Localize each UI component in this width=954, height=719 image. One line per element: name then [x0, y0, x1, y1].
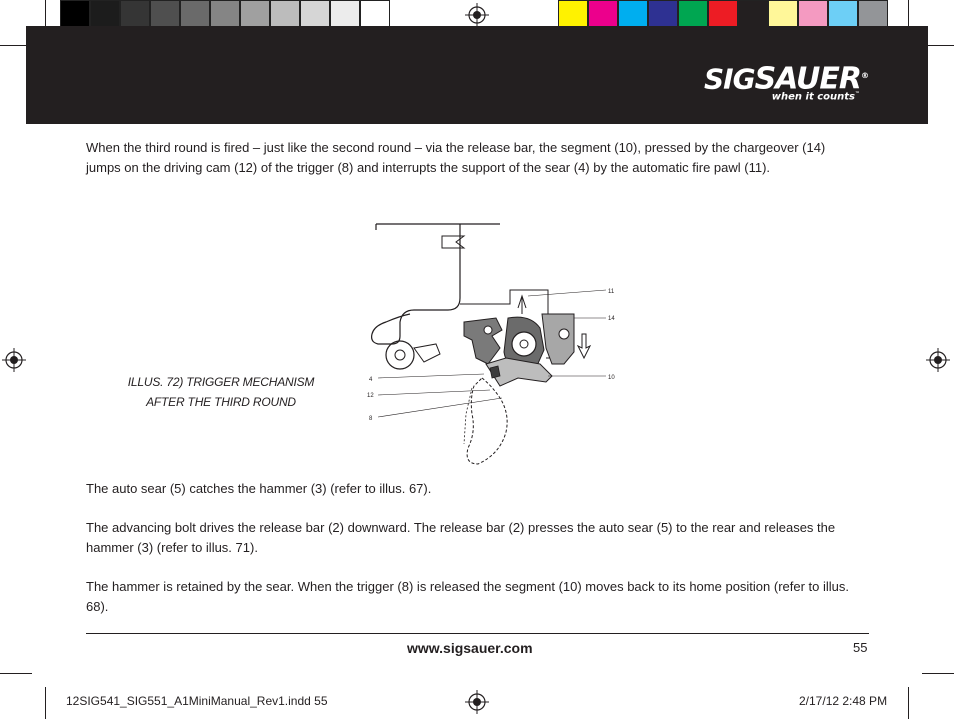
crop-mark: [908, 0, 909, 32]
color-swatch: [798, 0, 828, 30]
figure-label-12: 12: [367, 393, 374, 399]
figure-label-4: 4: [369, 377, 373, 383]
registration-mark-icon: [465, 3, 489, 27]
color-swatch: [60, 0, 90, 30]
crop-mark: [45, 0, 46, 32]
logo-text-sig: SIG: [703, 62, 756, 96]
color-swatch: [648, 0, 678, 30]
crop-mark: [0, 673, 32, 674]
color-swatch: [558, 0, 588, 30]
figure-label-11: 11: [608, 289, 615, 295]
registration-mark-icon: [2, 348, 26, 372]
color-swatch: [300, 0, 330, 30]
footer-website-link[interactable]: www.sigsauer.com: [407, 640, 533, 656]
figure-label-14: 14: [608, 316, 615, 322]
crop-mark: [922, 673, 954, 674]
color-swatch: [738, 0, 768, 30]
color-swatch: [588, 0, 618, 30]
print-slug-datetime: 2/17/12 2:48 PM: [799, 694, 888, 708]
figure-label-10: 10: [608, 375, 615, 381]
color-swatch: [240, 0, 270, 30]
color-swatch: [270, 0, 300, 30]
logo-registered-mark: ®: [861, 71, 869, 80]
header-band: SIGSAUER® when it counts™: [26, 26, 928, 124]
body-paragraph: The hammer is retained by the sear. When…: [86, 579, 850, 614]
trigger-mechanism-illustration: 11 14 10 4 12 8: [367, 223, 615, 465]
crop-mark: [0, 45, 32, 46]
page-number: 55: [853, 640, 868, 655]
color-swatch: [210, 0, 240, 30]
color-swatch: [360, 0, 390, 30]
footer-rule: [86, 633, 869, 634]
registration-mark-icon: [926, 348, 950, 372]
color-swatch: [708, 0, 738, 30]
body-paragraph: The auto sear (5) catches the hammer (3)…: [86, 481, 432, 496]
logo-tagline: when it counts: [771, 91, 855, 103]
figure-label-8: 8: [369, 416, 373, 422]
figure-caption-line1: Illus. 72) Trigger Mechanism: [127, 375, 315, 389]
crop-mark: [908, 687, 909, 719]
crop-mark: [45, 687, 46, 719]
logo-trademark: ™: [855, 91, 860, 98]
logo-text-sauer: SAUER: [754, 61, 862, 97]
crop-mark: [922, 45, 954, 46]
color-swatch: [90, 0, 120, 30]
color-swatch: [150, 0, 180, 30]
registration-mark-icon: [465, 690, 489, 714]
figure-caption-line2: After the Third Round: [146, 395, 296, 409]
figure-caption: Illus. 72) Trigger Mechanism After the T…: [98, 372, 344, 412]
print-slug-filename: 12SIG541_SIG551_A1MiniManual_Rev1.indd 5…: [66, 694, 328, 708]
body-paragraph: The advancing bolt drives the release ba…: [86, 520, 836, 555]
brand-logo: SIGSAUER® when it counts™: [703, 61, 869, 103]
intro-paragraph: When the third round is fired – just lik…: [86, 140, 826, 175]
